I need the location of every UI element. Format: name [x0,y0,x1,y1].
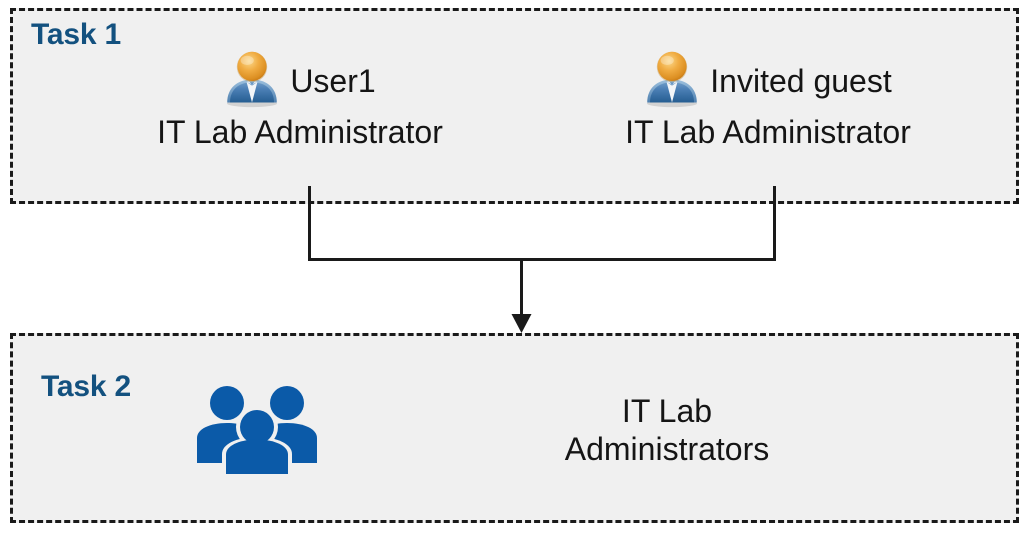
group-name-line2: Administrators [564,430,770,467]
group-name-line1: IT Lab [621,392,713,429]
task-2-container [10,333,1019,523]
person-card-user1: User1 IT Lab Administrator [110,50,490,148]
user-icon [224,50,280,113]
group-name: IT Lab Administrators [439,393,895,469]
task-1-container [10,8,1019,204]
person-card-invited-guest: Invited guest IT Lab Administrator [578,50,958,148]
user-icon [644,50,700,113]
group-card-it-lab-administrators: IT Lab Administrators [195,382,895,479]
person-name: User1 [290,63,376,99]
task-2-label: Task 2 [41,370,131,403]
person-name: Invited guest [710,63,892,99]
person-role: IT Lab Administrator [157,114,443,150]
users-group-icon [195,382,319,479]
person-name-row: Invited guest [578,50,958,112]
person-role: IT Lab Administrator [625,114,911,150]
person-name-row: User1 [110,50,490,112]
task-1-label: Task 1 [31,18,121,51]
